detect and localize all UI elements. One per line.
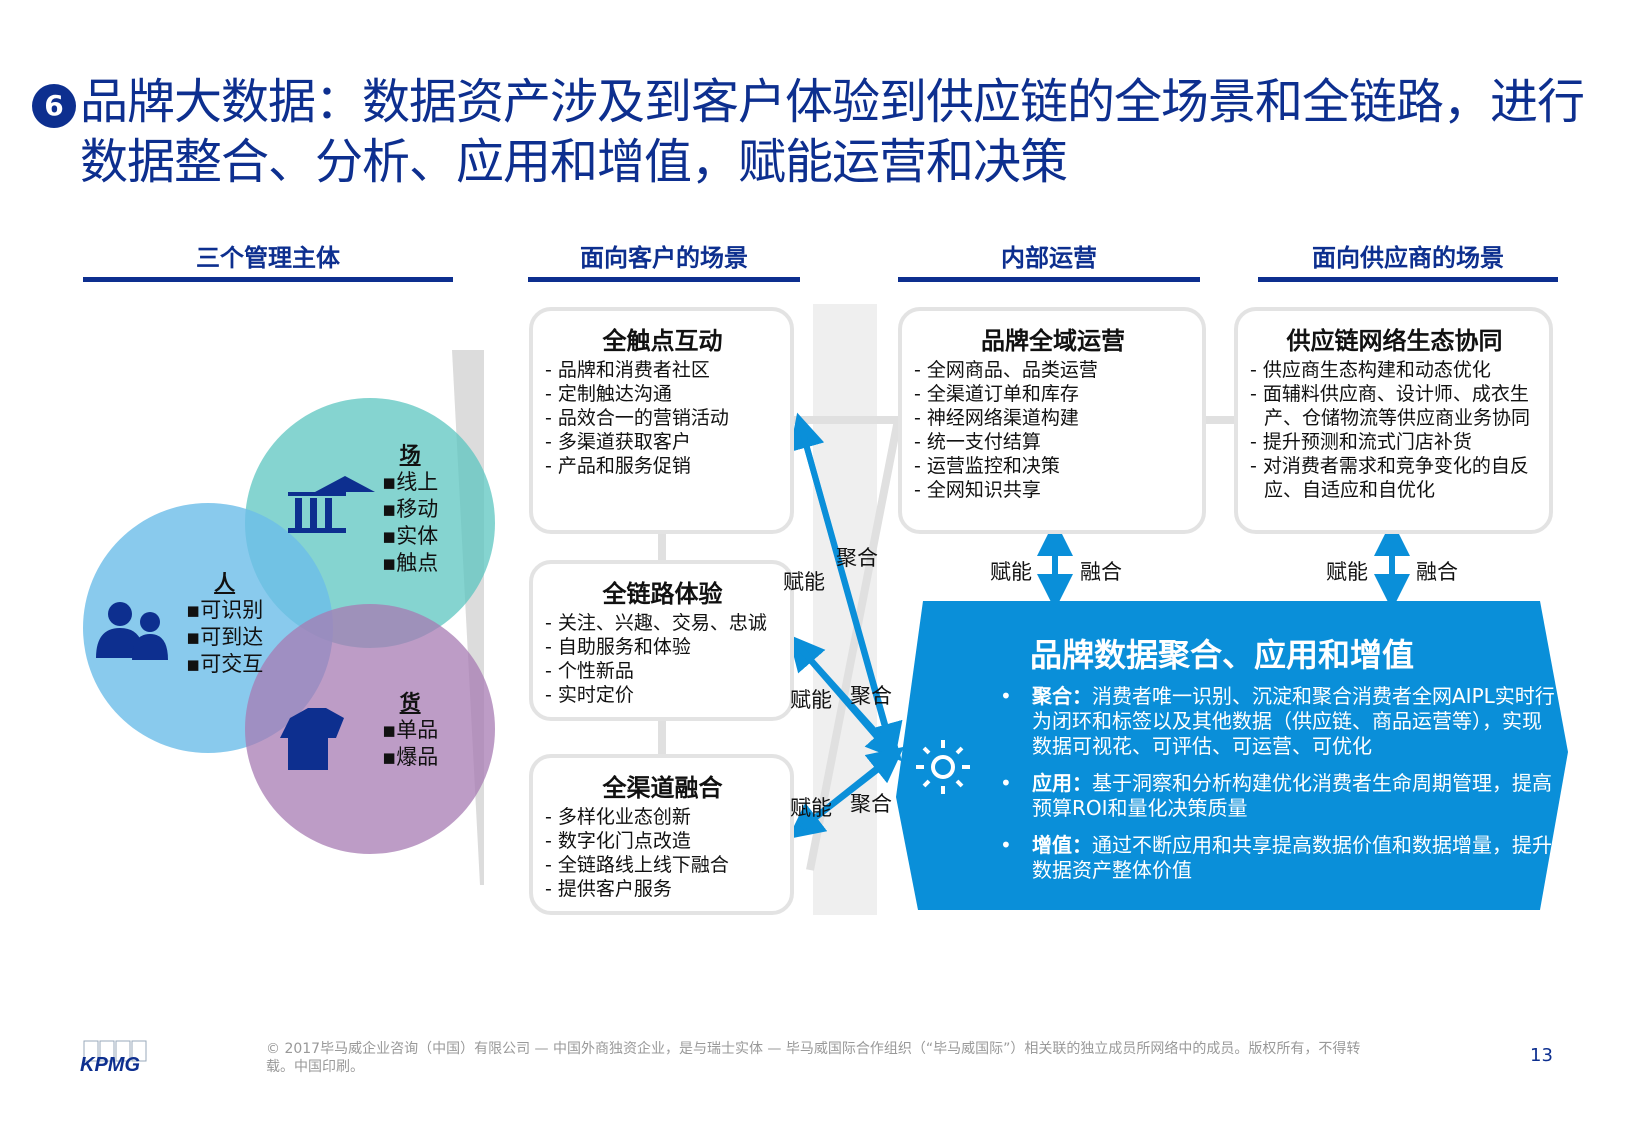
section-number-badge: 6 (32, 84, 76, 128)
person-item: ▪可到达 (186, 625, 264, 649)
arrow-label: 赋能 (790, 796, 832, 820)
goods-circle (245, 604, 495, 854)
place-entity: 场 ▪线上 ▪移动 ▪实体 ▪触点 (382, 442, 438, 577)
supply-chain-box: 供应链网络生态协同 - 供应商生态构建和动态优化- 面辅料供应商、设计师、成衣生… (1234, 307, 1553, 534)
list-item: - 对消费者需求和竞争变化的自反应、自适应和自优化 (1250, 455, 1529, 501)
core-bullet: 增值：通过不断应用和共享提高数据价值和数据增量，提升数据资产整体价值 (1000, 833, 1560, 883)
box-title: 全触点互动 (602, 327, 723, 355)
core-content: 品牌数据聚合、应用和增值 聚合：消费者唯一识别、沉淀和聚合消费者全网AIPL实时… (1000, 630, 1560, 895)
list-item: - 关注、兴趣、交易、忠诚 (545, 612, 767, 634)
box-title: 供应链网络生态协同 (1286, 327, 1503, 355)
bullet-head: 增值： (1032, 833, 1092, 857)
sun-icon (916, 740, 970, 794)
goods-item: ▪爆品 (382, 745, 439, 769)
list-item: - 提供客户服务 (545, 878, 672, 900)
bullet-head: 应用： (1032, 771, 1092, 795)
arrow-label: 赋能 (790, 688, 832, 712)
divider (528, 277, 800, 282)
arrow-label: 赋能 (990, 560, 1032, 584)
list-item: - 自助服务和体验 (545, 636, 691, 658)
box-title: 全链路体验 (602, 580, 723, 608)
page-title: 品牌大数据：数据资产涉及到客户体验到供应链的全场景和全链路，进行数据整合、分析、… (80, 74, 1585, 190)
goods-title: 货 (399, 691, 421, 715)
list-item: - 品效合一的营销活动 (545, 407, 729, 429)
box-title: 品牌全域运营 (981, 327, 1125, 355)
bank-icon (288, 476, 375, 533)
bullet-text: 基于洞察和分析构建优化消费者生命周期管理，提高预算ROI和量化决策质量 (1032, 771, 1552, 820)
list-item: - 全链路线上线下融合 (545, 854, 729, 876)
goods-item: ▪单品 (382, 718, 439, 742)
place-title: 场 (399, 443, 421, 467)
flow-arrows (787, 412, 1410, 840)
arrow-label: 赋能 (1326, 560, 1368, 584)
list-item: - 全渠道订单和库存 (914, 383, 1079, 405)
list-item: - 数字化门点改造 (545, 830, 691, 852)
section-header-entities: 三个管理主体 (196, 244, 340, 272)
arrow-label: 聚合 (836, 546, 878, 570)
section-header-supplier: 面向供应商的场景 (1312, 244, 1504, 272)
list-item: - 品牌和消费者社区 (545, 359, 710, 381)
tshirt-icon (280, 708, 344, 770)
list-item: - 统一支付结算 (914, 431, 1041, 453)
list-item: - 个性新品 (545, 660, 634, 682)
list-item: - 多样化业态创新 (545, 806, 691, 828)
kpmg-logo: KPMG (80, 1040, 147, 1074)
section-header-internal: 内部运营 (1001, 244, 1097, 272)
list-item: - 提升预测和流式门店补货 (1250, 431, 1472, 453)
person-title: 人 (214, 571, 236, 595)
list-item: - 定制触达沟通 (545, 383, 672, 405)
arrow-label: 融合 (1416, 560, 1458, 584)
place-item: ▪实体 (382, 524, 439, 548)
core-title: 品牌数据聚合、应用和增值 (1030, 636, 1415, 674)
place-item: ▪线上 (382, 470, 439, 494)
arrow-label: 聚合 (850, 684, 892, 708)
bullet-text: 通过不断应用和共享提高数据价值和数据增量，提升数据资产整体价值 (1032, 833, 1552, 882)
list-item: - 供应商生态构建和动态优化 (1250, 359, 1491, 381)
list-item: - 产品和服务促销 (545, 455, 691, 477)
list-item: - 神经网络渠道构建 (914, 407, 1079, 429)
place-item: ▪触点 (382, 551, 439, 575)
list-item: - 全网知识共享 (914, 479, 1041, 501)
divider (83, 277, 453, 282)
section-header-customer: 面向客户的场景 (580, 244, 748, 272)
list-item: - 运营监控和决策 (914, 455, 1060, 477)
place-item: ▪移动 (382, 497, 439, 521)
omnichannel-box: 全渠道融合 - 多样化业态创新- 数字化门点改造- 全链路线上线下融合- 提供客… (529, 754, 794, 915)
brand-ops-box: 品牌全域运营 - 全网商品、品类运营- 全渠道订单和库存- 神经网络渠道构建- … (898, 307, 1206, 534)
list-item: - 实时定价 (545, 684, 634, 706)
person-item: ▪可交互 (186, 652, 264, 676)
divider (898, 277, 1200, 282)
list-item: - 面辅料供应商、设计师、成衣生产、仓储物流等供应商业务协同 (1250, 383, 1531, 429)
full-link-box: 全链路体验 - 关注、兴趣、交易、忠诚- 自助服务和体验- 个性新品- 实时定价 (529, 560, 794, 721)
box-title: 全渠道融合 (602, 774, 723, 802)
svg-text:KPMG: KPMG (80, 1054, 140, 1074)
core-bullet: 应用：基于洞察和分析构建优化消费者生命周期管理，提高预算ROI和量化决策质量 (1000, 771, 1560, 821)
bullet-text: 消费者唯一识别、沉淀和聚合消费者全网AIPL实时行为闭环和标签以及其他数据（供应… (1032, 684, 1555, 758)
touchpoint-box: 全触点互动 - 品牌和消费者社区- 定制触达沟通- 品效合一的营销活动- 多渠道… (529, 307, 794, 534)
copyright-footer: © 2017毕马威企业咨询（中国）有限公司 — 中国外商独资企业，是与瑞士实体 … (266, 1041, 1361, 1075)
arrow-label: 聚合 (850, 792, 892, 816)
arrow-label: 赋能 (783, 570, 825, 594)
core-bullet: 聚合：消费者唯一识别、沉淀和聚合消费者全网AIPL实时行为闭环和标签以及其他数据… (1000, 684, 1560, 759)
list-item: - 多渠道获取客户 (545, 431, 691, 453)
list-item: - 全网商品、品类运营 (914, 359, 1098, 381)
divider (1258, 277, 1558, 282)
goods-entity: 货 ▪单品 ▪爆品 (382, 690, 438, 771)
person-item: ▪可识别 (186, 598, 264, 622)
person-entity: 人 ▪可识别 ▪可到达 ▪可交互 (186, 570, 263, 678)
people-icon (96, 602, 168, 660)
arrow-label: 融合 (1080, 560, 1122, 584)
page-number: 13 (1530, 1045, 1553, 1066)
bullet-head: 聚合： (1032, 684, 1092, 708)
